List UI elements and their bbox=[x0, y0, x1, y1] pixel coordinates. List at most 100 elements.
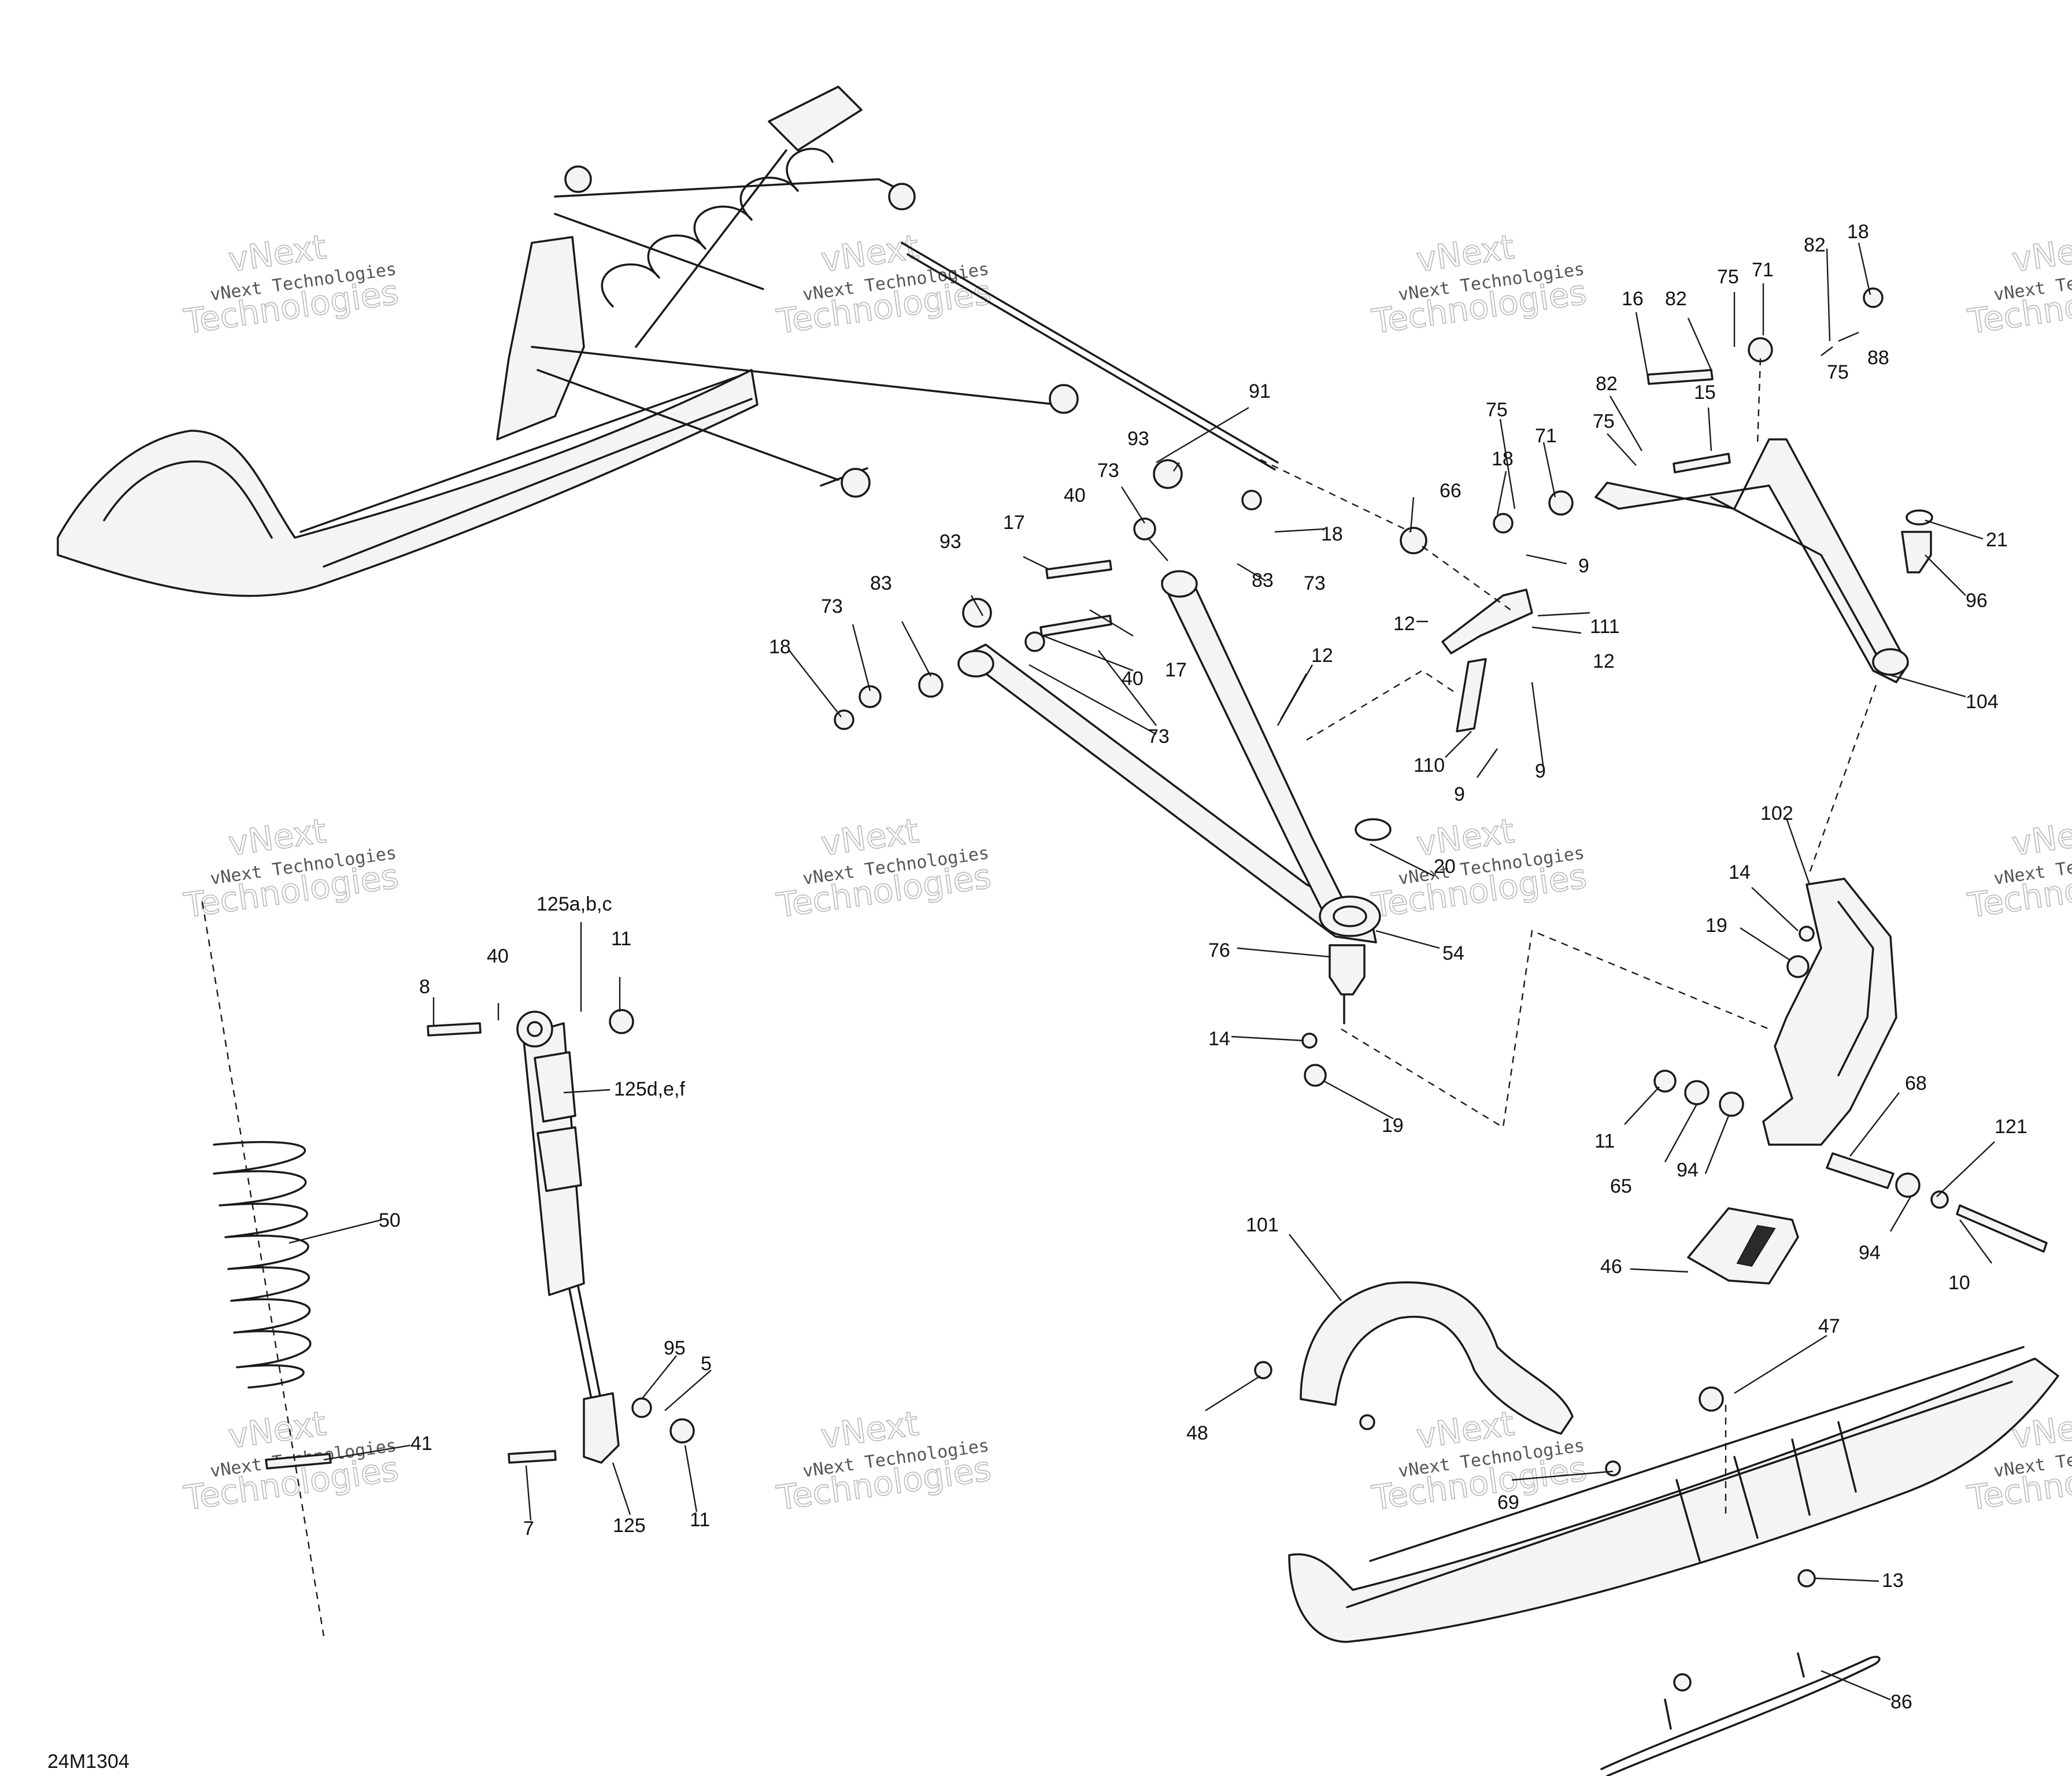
callout-110: 110 bbox=[1414, 754, 1445, 776]
callout-125def: 125d,e,f bbox=[614, 1078, 685, 1100]
callout-11: 11 bbox=[690, 1509, 710, 1531]
callout-9: 9 bbox=[1454, 783, 1465, 805]
callout-40: 40 bbox=[1122, 668, 1144, 690]
callout-93: 93 bbox=[1127, 428, 1149, 450]
shock-125-bottom-eye bbox=[583, 1392, 620, 1464]
lower-a-arm-54-bushing-front bbox=[957, 650, 994, 678]
callout-73: 73 bbox=[1148, 726, 1170, 748]
exploded-parts bbox=[213, 287, 2059, 1776]
ski-loop-101 bbox=[1300, 1281, 1574, 1435]
callout-9: 9 bbox=[1578, 555, 1589, 577]
callout-86: 86 bbox=[1890, 1691, 1912, 1713]
callout-94: 94 bbox=[1677, 1159, 1699, 1181]
dashed-centerline bbox=[1756, 358, 1762, 446]
callout-21: 21 bbox=[1986, 529, 2008, 551]
dashed-centerline bbox=[1341, 930, 1770, 1128]
ski-bottom-top-edge bbox=[1369, 1346, 2025, 1562]
callout-7: 7 bbox=[523, 1518, 534, 1540]
washer-40 bbox=[1024, 631, 1045, 652]
figure-id: 24M1304 bbox=[47, 1751, 130, 1773]
nut-19 bbox=[1786, 955, 1810, 978]
bolt-16 bbox=[1646, 369, 1714, 385]
callout-75: 75 bbox=[1486, 399, 1508, 421]
callout-labels: 91 93 73 40 17 83 18 73 66 75 71 18 9 11… bbox=[379, 221, 2027, 1713]
callout-15: 15 bbox=[1694, 382, 1716, 404]
callout-13: 13 bbox=[1882, 1570, 1904, 1592]
bushing-83 bbox=[918, 672, 944, 698]
callout-73: 73 bbox=[1097, 460, 1119, 482]
callout-5: 5 bbox=[701, 1353, 712, 1375]
skag-86-studs bbox=[1664, 1652, 1805, 1730]
callout-48: 48 bbox=[1186, 1422, 1208, 1444]
washer-121 bbox=[1930, 1190, 1949, 1209]
callout-82: 82 bbox=[1665, 288, 1687, 310]
callout-68: 68 bbox=[1905, 1072, 1927, 1094]
nut-13 bbox=[1673, 1673, 1692, 1692]
callout-125: 125 bbox=[613, 1515, 646, 1537]
steering-rod-91-edge bbox=[906, 253, 1276, 471]
watermark: vNext Technologies Technologies vNext bbox=[1369, 227, 1589, 342]
bolt-17-lower bbox=[1039, 615, 1112, 637]
nut-11 bbox=[669, 1418, 695, 1444]
assembled-lower-a-arm bbox=[531, 346, 1076, 487]
shock-125-lower-band bbox=[536, 1126, 582, 1192]
watermark: vNext Technologies Technologies vNext bbox=[181, 227, 401, 342]
assembled-lower-bushing bbox=[1049, 384, 1079, 414]
callout-66: 66 bbox=[1440, 480, 1462, 502]
bushing-65 bbox=[1684, 1080, 1710, 1105]
assembled-lower-bushing bbox=[841, 468, 871, 498]
washer-47 bbox=[1699, 1386, 1724, 1412]
bolt-69 bbox=[1605, 1460, 1621, 1477]
washer-94 bbox=[1719, 1092, 1744, 1117]
bolt-15 bbox=[1673, 453, 1731, 473]
callout-17: 17 bbox=[1003, 512, 1025, 534]
assembled-suspension-illustration bbox=[57, 86, 1279, 597]
callout-54: 54 bbox=[1442, 942, 1464, 964]
dashed-centerline bbox=[1260, 458, 1411, 533]
ski-pad-46 bbox=[1687, 1207, 1799, 1285]
alignment-lines bbox=[201, 358, 1877, 1637]
assembled-upper-bushing bbox=[888, 183, 916, 210]
sleeve-68 bbox=[1826, 1152, 1895, 1189]
callout-50: 50 bbox=[379, 1209, 401, 1231]
circlip-21 bbox=[1906, 509, 1933, 526]
nut-11 bbox=[609, 1009, 634, 1034]
lower-a-arm-54 bbox=[961, 643, 1377, 944]
watermark: vNext Technologies Technologies vNext bbox=[1369, 811, 1589, 926]
spindle-102-web bbox=[1837, 901, 1874, 1076]
nut-13 bbox=[1797, 1569, 1816, 1588]
ball-joint-96 bbox=[1901, 531, 1932, 574]
bushing-71 bbox=[1548, 490, 1574, 516]
callout-91: 91 bbox=[1249, 380, 1271, 402]
callout-9: 9 bbox=[1535, 760, 1546, 782]
watermark: vNext Technologies Technologies vNext bbox=[774, 811, 994, 926]
callout-82: 82 bbox=[1804, 234, 1826, 256]
lower-a-arm-54-bore bbox=[1333, 905, 1367, 927]
shock-125-shaft-edge bbox=[577, 1285, 602, 1403]
assembled-spindle bbox=[496, 236, 585, 441]
watermark-line3: vNext bbox=[2010, 811, 2072, 864]
assembled-ski-rail bbox=[299, 375, 741, 533]
shock-125-top-eye-bore bbox=[527, 1021, 543, 1037]
upper-a-arm-104-inner bbox=[1710, 496, 1880, 660]
callout-88: 88 bbox=[1867, 347, 1889, 369]
bushing-71 bbox=[1748, 337, 1773, 362]
nut-19 bbox=[1304, 1064, 1327, 1087]
bolt-8 bbox=[427, 1022, 482, 1037]
callout-65: 65 bbox=[1610, 1175, 1632, 1197]
assembled-ski bbox=[57, 369, 758, 597]
watermark-line3: vNext bbox=[2010, 227, 2072, 280]
callout-18: 18 bbox=[1492, 448, 1514, 470]
callout-12: 12 bbox=[1311, 645, 1333, 667]
shock-125-reservoir-band bbox=[534, 1051, 576, 1123]
skag-86 bbox=[1600, 1656, 1881, 1776]
ball-joint-76 bbox=[1329, 944, 1366, 996]
callout-102: 102 bbox=[1760, 802, 1793, 824]
lower-a-arm-54-bushing-rear bbox=[1161, 570, 1198, 598]
bracket-111 bbox=[1441, 589, 1533, 654]
washer-40 bbox=[1133, 517, 1156, 541]
callout-14: 14 bbox=[1729, 861, 1751, 883]
callout-94: 94 bbox=[1859, 1242, 1881, 1264]
